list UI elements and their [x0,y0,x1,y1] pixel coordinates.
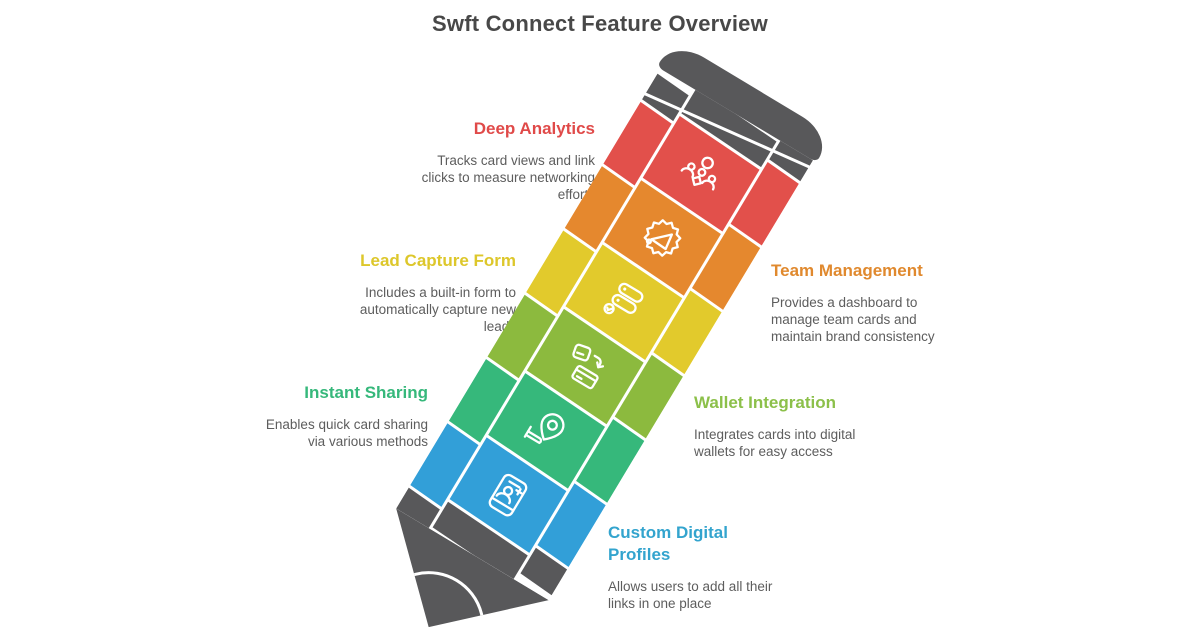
pencil-segment-3-center [565,244,683,361]
feature-deep-analytics: Deep Analytics Tracks card views and lin… [415,118,595,203]
pencil-center-face [432,87,777,582]
card-transfer-icon [554,334,617,399]
feature-lead-capture-form: Lead Capture Form Includes a built-in fo… [336,250,516,335]
page-title: Swft Connect Feature Overview [432,11,768,36]
feature-description: Tracks card views and link clicks to mea… [421,152,595,202]
feature-wallet-integration: Wallet Integration Integrates cards into… [694,392,884,460]
pencil-segment-5-center [488,373,606,489]
feature-description: Includes a built-in form to automaticall… [359,284,516,334]
pencil-segment-2-center [604,180,721,296]
pencil-segment-6-center [449,437,567,553]
pencil-body [396,69,813,600]
pencil-segment-1-center [642,115,760,232]
team-group-icon [670,141,733,206]
feature-title: Team Management [771,261,923,280]
pencil-graphic [359,39,833,628]
feature-description: Allows users to add all their links in o… [608,578,773,611]
megaphone-burst-icon [631,206,694,271]
feature-description: Integrates cards into digital wallets fo… [694,426,856,459]
feature-title: Lead Capture Form [360,251,516,270]
feature-title: Deep Analytics [473,119,595,138]
feature-instant-sharing: Instant Sharing Enables quick card shari… [251,382,428,450]
feature-description: Provides a dashboard to manage team card… [771,294,935,344]
pencil-segment-4-center [526,308,644,425]
feature-title: Wallet Integration [694,393,836,412]
feature-description: Enables quick card sharing via various m… [265,416,428,449]
feature-title: Instant Sharing [304,383,428,402]
tip-arc-line [352,550,506,628]
location-pin-icon [515,399,578,464]
checklist-form-icon [593,270,656,335]
feature-team-management: Team Management Provides a dashboard to … [771,260,954,345]
phone-add-profile-icon [477,463,540,528]
feature-custom-digital-profiles: Custom Digital Profiles Allows users to … [608,522,790,612]
feature-title: Custom Digital Profiles [608,523,728,564]
